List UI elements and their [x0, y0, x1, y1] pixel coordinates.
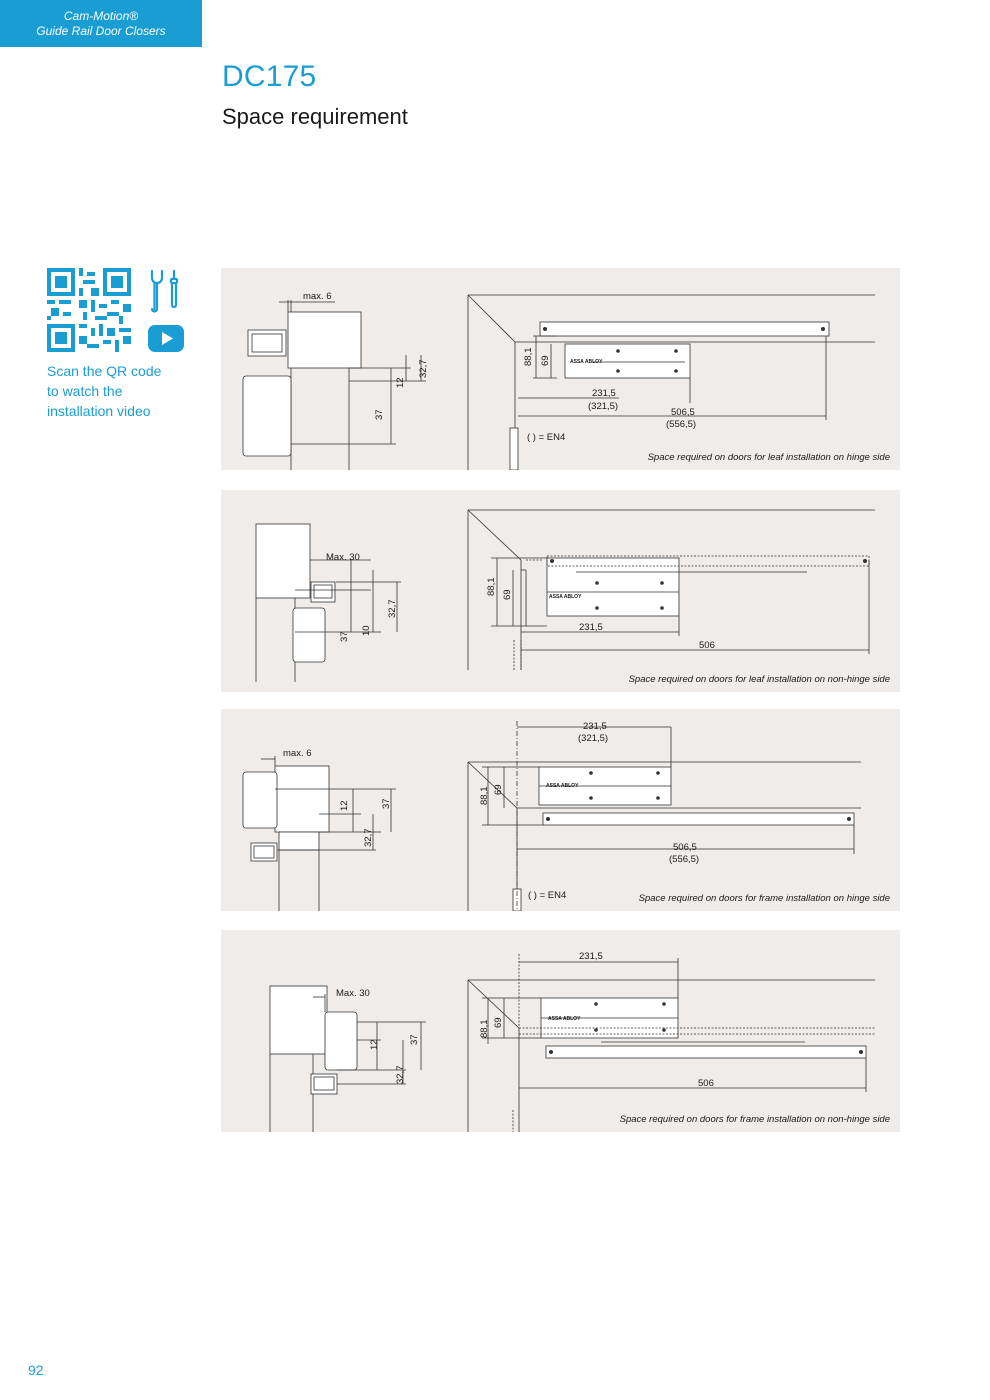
- dim-label: 32,7: [395, 1066, 406, 1085]
- dim-label: 231,5: [579, 951, 603, 962]
- diagram-frame-hinge-drawing: ASSA ABLOY max. 6 12 37 32,7 231,5 (321,…: [242, 721, 861, 911]
- scan-line-2: to watch the: [47, 383, 123, 399]
- dim-label: max. 6: [303, 291, 332, 302]
- page-subtitle: Space requirement: [222, 104, 408, 129]
- header-line-1: Cam-Motion®: [63, 8, 139, 23]
- header-line-2: Guide Rail Door Closers: [36, 23, 166, 38]
- dim-label: 506: [698, 1078, 714, 1089]
- dim-label: 32,7: [418, 360, 429, 379]
- dim-label: 69: [493, 784, 504, 795]
- page-title: DC175: [222, 60, 317, 93]
- dim-label: ( ) = EN4: [527, 432, 565, 443]
- diagram-panel-leaf-hinge: ASSA ABLOY max. 6 32,7 12 37 88,1 69 231…: [221, 268, 900, 470]
- dim-label: ( ) = EN4: [528, 890, 566, 901]
- dim-label: 88,1: [479, 787, 490, 806]
- tools-icon: [150, 269, 179, 313]
- dim-label: 231,5: [583, 721, 607, 732]
- dim-label: 69: [502, 589, 513, 600]
- dim-label: 12: [339, 800, 350, 811]
- diagram-panel-frame-non-hinge: ASSA ABLOY Max. 30 12 37 32,7 231,5 88,1…: [221, 930, 900, 1132]
- dim-label: 506: [699, 640, 715, 651]
- diagram-leaf-hinge-drawing: ASSA ABLOY max. 6 32,7 12 37 88,1 69 231…: [242, 291, 875, 470]
- video-play-icon[interactable]: [148, 325, 184, 352]
- scan-instructions: Scan the QR code to watch the installati…: [47, 361, 207, 421]
- dim-label: 37: [409, 1034, 420, 1045]
- dim-label: 69: [493, 1017, 504, 1028]
- dim-label: 32,7: [363, 829, 374, 848]
- diagram-panel-leaf-non-hinge: ASSA ABLOY Max. 30 32,7 37 10 88,1 69 23…: [221, 490, 900, 692]
- scan-line-3: installation video: [47, 403, 151, 419]
- dim-label: (321,5): [578, 733, 608, 744]
- diagram-frame-non-hinge-drawing: ASSA ABLOY Max. 30 12 37 32,7 231,5 88,1…: [269, 951, 875, 1132]
- brand-label: ASSA ABLOY: [546, 783, 579, 789]
- dim-label: 37: [339, 631, 350, 642]
- brand-label: ASSA ABLOY: [549, 594, 582, 600]
- dim-label: (321,5): [588, 401, 618, 412]
- dim-label: (556,5): [669, 854, 699, 865]
- diagram-caption: Space required on doors for leaf install…: [628, 674, 890, 685]
- dim-label: 231,5: [579, 622, 603, 633]
- diagram-panel-frame-hinge: ASSA ABLOY max. 6 12 37 32,7 231,5 (321,…: [221, 709, 900, 911]
- diagram-caption: Space required on doors for leaf install…: [647, 452, 890, 463]
- header-tab: Cam-Motion® Guide Rail Door Closers: [0, 0, 202, 47]
- dim-label: 88,1: [479, 1020, 490, 1039]
- scan-line-1: Scan the QR code: [47, 363, 162, 379]
- brand-label: ASSA ABLOY: [570, 359, 603, 365]
- dim-label: (556,5): [666, 419, 696, 430]
- dim-label: 88,1: [523, 348, 534, 367]
- dim-label: 69: [540, 355, 551, 366]
- dim-label: max. 6: [283, 748, 312, 759]
- dim-label: 506,5: [673, 842, 697, 853]
- dim-label: 37: [381, 798, 392, 809]
- dim-label: Max. 30: [326, 552, 360, 563]
- dim-label: 10: [361, 625, 372, 636]
- page-number: 92: [28, 1362, 44, 1378]
- dim-label: 32,7: [387, 600, 398, 619]
- dim-label: 12: [369, 1039, 380, 1050]
- diagram-caption: Space required on doors for frame instal…: [619, 1114, 890, 1125]
- dim-label: 506,5: [671, 407, 695, 418]
- dim-label: 231,5: [592, 388, 616, 399]
- diagram-caption: Space required on doors for frame instal…: [638, 893, 890, 904]
- dim-label: Max. 30: [336, 988, 370, 999]
- brand-label: ASSA ABLOY: [548, 1016, 581, 1022]
- dim-label: 37: [374, 409, 385, 420]
- diagram-leaf-non-hinge-drawing: ASSA ABLOY Max. 30 32,7 37 10 88,1 69 23…: [255, 509, 875, 682]
- dim-label: 88,1: [486, 578, 497, 597]
- qr-code-icon[interactable]: [47, 268, 131, 352]
- dim-label: 12: [395, 377, 406, 388]
